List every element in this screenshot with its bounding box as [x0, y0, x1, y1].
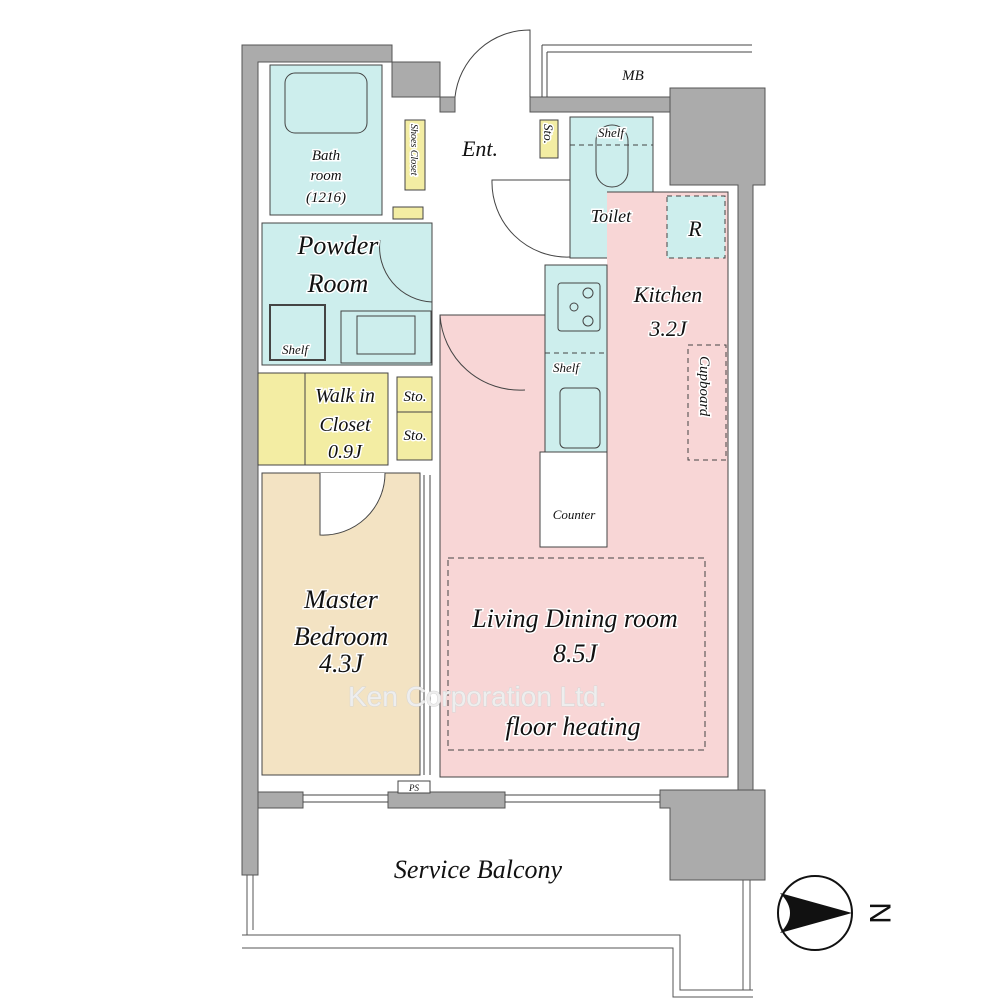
balcony-label: Service Balcony	[394, 855, 563, 884]
kitchen-label: Kitchen	[633, 282, 702, 307]
living-dining-size: 8.5J	[553, 639, 599, 668]
closet-storage-label-2: Sto.	[404, 428, 427, 444]
stove	[557, 282, 601, 332]
kitchen-size: 3.2J	[648, 316, 688, 341]
stove-burner	[582, 315, 594, 327]
refrigerator-label: R	[687, 216, 702, 241]
shoes-closet-label: Shoes Closet	[408, 124, 419, 176]
powder-room-door	[379, 239, 433, 303]
powder-room-label-2: Room	[307, 269, 369, 298]
entrance-storage-label: Sto.	[541, 124, 556, 144]
living-door	[439, 314, 526, 391]
living-dining-label: Living Dining room	[471, 604, 678, 633]
washbasin-bowl	[356, 315, 416, 355]
toilet-door	[491, 179, 571, 258]
entrance-door	[454, 29, 531, 98]
walls	[241, 44, 766, 881]
compass-icon: N	[777, 875, 896, 951]
mb-box	[541, 44, 752, 97]
powder-shelf-label: Shelf	[282, 342, 310, 357]
refrigerator	[666, 195, 726, 259]
walk-in-closet-label-1: Walk in	[315, 385, 375, 407]
counter-label: Counter	[553, 507, 597, 522]
stove-burner	[582, 287, 594, 299]
washbasin	[340, 310, 432, 364]
toilet-bowl	[595, 124, 629, 188]
entrance-label: Ent.	[461, 136, 498, 161]
watermark: Ken Corporation Ltd.	[348, 681, 606, 712]
master-bedroom-size: 4.3J	[319, 649, 365, 678]
bathtub	[284, 72, 368, 134]
bathroom-label-1: Bath	[312, 148, 340, 164]
balcony-outline	[242, 875, 753, 998]
master-bedroom-label-2: Bedroom	[294, 622, 388, 651]
kitchen-counter	[544, 264, 608, 453]
master-bedroom-label-1: Master	[303, 585, 379, 614]
cupboard	[687, 344, 727, 461]
bathroom-label-3: (1216)	[306, 190, 346, 206]
floor-heating-label: floor heating	[505, 712, 640, 741]
windows-and-sliding-doors	[303, 475, 660, 803]
stove-burner	[569, 302, 579, 312]
powder-room-storage	[392, 206, 424, 220]
entrance-storage	[539, 119, 559, 159]
shoes-closet	[404, 119, 426, 191]
kitchen-outline	[607, 191, 729, 332]
bathroom-label-2: room	[310, 168, 341, 184]
powder-room-label-1: Powder	[297, 231, 380, 260]
walk-in-closet-area	[257, 372, 389, 466]
bedroom-door	[319, 472, 386, 536]
walk-in-closet-size: 0.9J	[328, 441, 363, 463]
toilet-shelf-label: Shelf	[598, 125, 626, 140]
ps-label: PS	[408, 783, 419, 793]
floor-heating-zone	[447, 557, 706, 751]
kitchen-shelf-label: Shelf	[553, 360, 581, 375]
closet-storage-label-1: Sto.	[404, 389, 427, 405]
compass-north-label: N	[863, 902, 896, 924]
walk-in-closet-label-2: Closet	[319, 414, 371, 436]
cupboard-label: Cupboard	[696, 356, 712, 417]
bathroom-area	[269, 64, 383, 216]
closet-storage	[396, 376, 433, 461]
counter	[539, 451, 608, 548]
sink	[559, 387, 601, 449]
toilet-label: Toilet	[591, 206, 632, 226]
pipe-space	[397, 780, 431, 794]
powder-shelf	[269, 304, 326, 361]
mb-label: MB	[621, 68, 644, 84]
